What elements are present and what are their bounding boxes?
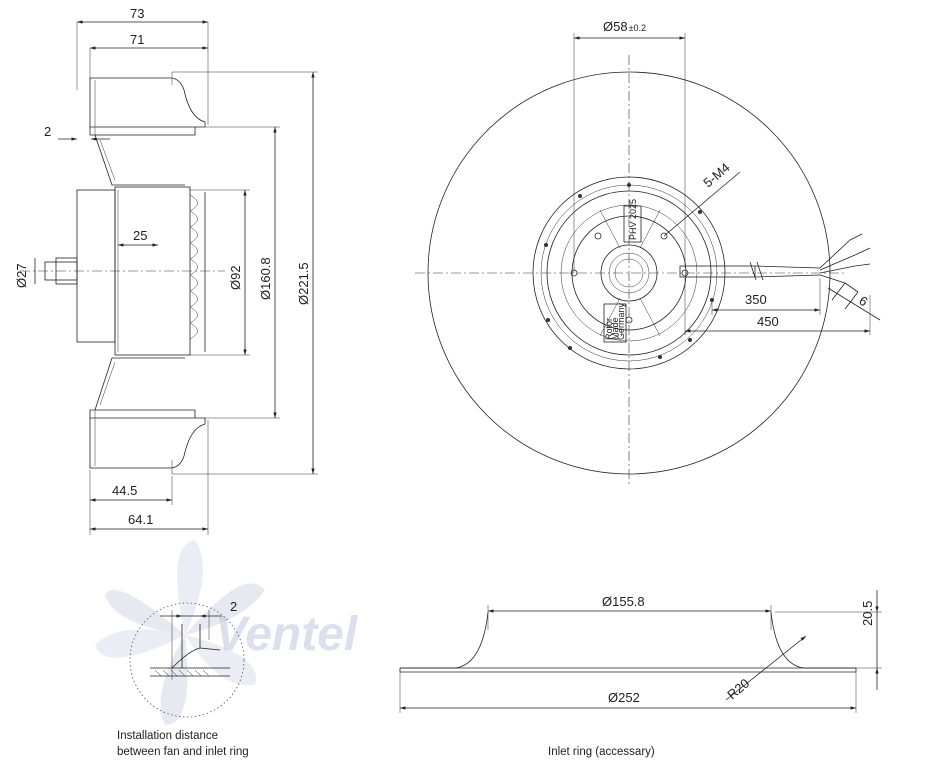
- dim-outer-dia: Ø221.5: [296, 262, 311, 305]
- dim-shaft-dia: Ø27: [14, 263, 29, 288]
- ring-caption: Inlet ring (accessary): [548, 746, 655, 758]
- ring-height: 20.5: [860, 601, 875, 626]
- dim-hub-depth: 25: [133, 228, 147, 243]
- dim-overall-depth: 73: [130, 6, 144, 21]
- watermark-fan-logo: [95, 540, 265, 725]
- front-view: PHV 2025 Rotor Made Germany Ø58±0.2 5-M4: [415, 19, 881, 485]
- dim-inner-dia: Ø160.8: [258, 257, 273, 300]
- bolt-holes: [570, 232, 689, 324]
- detail-caption-2: between fan and inlet ring: [117, 746, 249, 758]
- installation-detail: 2 Installation distance between fan and …: [117, 599, 249, 758]
- svg-text:Rotor: Rotor: [604, 318, 614, 340]
- inlet-ring-view: Ø155.8 20.5 R20 Ø252 Inlet ring (accessa…: [399, 590, 882, 758]
- motor-label-bottom: Rotor Made Germany: [603, 302, 627, 343]
- ring-outer-dia: Ø252: [608, 690, 640, 705]
- motor-label-top: PHV 2025: [623, 199, 642, 243]
- hub-fins: [189, 192, 206, 352]
- dim-gap: 2: [44, 124, 51, 139]
- fan-side-outline: [44, 72, 206, 474]
- cable: [679, 233, 871, 293]
- perimeter-pins: [544, 183, 714, 359]
- dim-cable-length-2: 450: [757, 314, 779, 329]
- dim-screws: 5-M4: [700, 160, 732, 191]
- detail-gap: 2: [230, 599, 237, 614]
- dim-hub-dia: Ø92: [228, 265, 243, 290]
- ring-inner-dia: Ø155.8: [602, 594, 645, 609]
- dim-bolt-circle: Ø58±0.2: [603, 19, 646, 34]
- side-view: 73 71 2: [14, 6, 318, 535]
- svg-text:Made: Made: [610, 317, 620, 340]
- svg-text:PHV 2025: PHV 2025: [628, 199, 638, 240]
- watermark: Ventel: [95, 540, 359, 725]
- inlet-ring-profile: [400, 611, 856, 669]
- dim-cable-length-1: 350: [745, 292, 767, 307]
- dim-fan-depth: 71: [130, 32, 144, 47]
- watermark-text: Ventel: [215, 608, 359, 661]
- dim-base-depth: 44.5: [112, 483, 137, 498]
- detail-caption-1: Installation distance: [117, 730, 218, 742]
- dim-total-base: 64.1: [128, 512, 153, 527]
- svg-text:Germany: Germany: [616, 302, 626, 340]
